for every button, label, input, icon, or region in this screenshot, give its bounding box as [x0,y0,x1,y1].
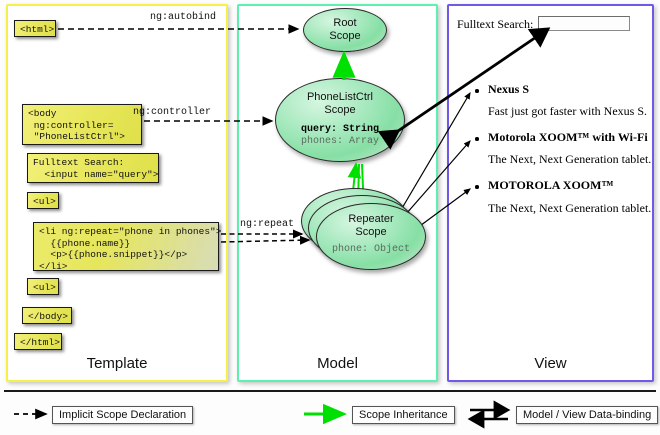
scope-repeater-prop-phone: phone: Object [331,244,410,255]
view-item-snippet-1: The Next, Next Generation tablet. [488,152,652,166]
panel-template-label: Template [86,355,148,372]
legend-item-implicit-scope-declaration: Implicit Scope Declaration [52,406,194,424]
scope-repeater: Repeater Scope phone: Object [316,203,426,270]
scope-root-title: Root Scope [329,17,361,42]
legend-divider [4,390,656,392]
view-item-snippet-2: The Next, Next Generation tablet. [488,201,652,215]
code-box-ul-close: <ul> [27,278,59,295]
view-item-name-0: Nexus S [488,82,530,96]
connector-label-controller: ng:controller [133,107,212,118]
panel-view: View [447,4,654,382]
code-box-body-open: <body ng:controller= "PhoneListCtrl"> [22,104,142,145]
code-box-html-open: <html> [14,20,56,37]
panel-model-label: Model [317,355,358,372]
view-search-input[interactable] [538,16,630,31]
scope-phonelistctrl-title: PhoneListCtrl Scope [306,91,374,116]
code-box-li-repeat: <li ng:repeat="phone in phones"> {{phone… [33,222,221,272]
code-box-html-close: </html> [14,333,62,350]
code-box-body-close: </body> [22,307,72,324]
code-box-ul-open: <ul> [27,192,59,209]
view-search-label: Fulltext Search: [457,17,534,31]
legend-item-model-view-data-binding: Model / View Data-binding [516,406,659,424]
scope-phonelistctrl-prop-phones: phones: Array [300,136,379,147]
scope-phonelistctrl-prop-query: query: String [300,124,379,135]
view-bullet-1 [475,137,479,141]
legend-item-scope-inheritance: Scope Inheritance [352,406,455,424]
panel-view-label: View [534,355,567,372]
view-item-name-1: Motorola XOOM™ with Wi-Fi [488,130,648,144]
scope-root: Root Scope [303,8,387,52]
view-item-snippet-0: Fast just got faster with Nexus S. [488,104,647,118]
scope-repeater-title: Repeater Scope [348,213,394,238]
view-bullet-2 [475,185,479,189]
view-item-name-2: MOTOROLA XOOM™ [488,178,614,192]
connector-label-autobind: ng:autobind [150,12,217,23]
connector-label-repeat: ng:repeat [240,219,295,230]
code-box-fulltext-search: Fulltext Search: <input name="query"> [27,153,159,183]
scope-phonelistctrl: PhoneListCtrl Scope query: String phones… [275,78,405,162]
view-bullet-0 [475,89,479,93]
